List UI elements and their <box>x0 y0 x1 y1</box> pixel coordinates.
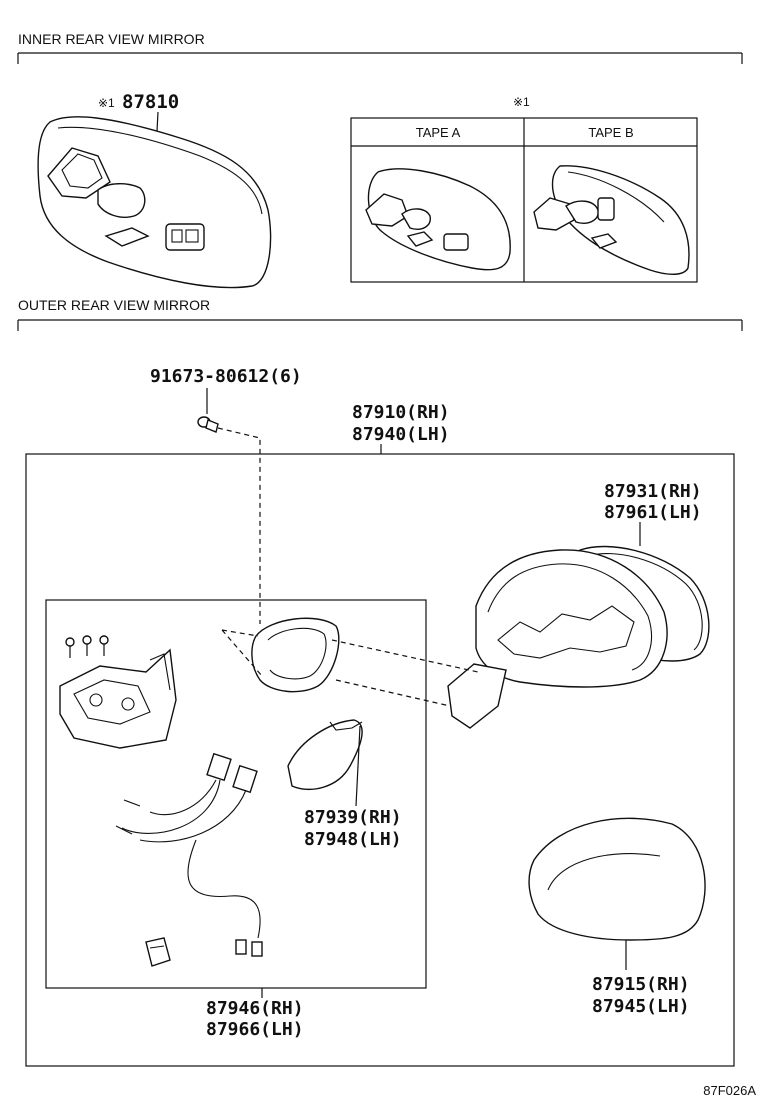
motor-lh-part-number: 87966(LH) <box>206 1019 304 1040</box>
outer-cover-illustration <box>528 817 706 941</box>
illustration-code: 87F026A <box>703 1083 756 1098</box>
tape-table <box>350 117 698 283</box>
outer-cover-rh-part-number: 87915(RH) <box>592 974 690 995</box>
glass-lh-part-number: 87961(LH) <box>604 502 702 523</box>
tape-note-mark: ※1 <box>513 95 530 109</box>
mounting-bracket-illustration <box>251 617 340 693</box>
screw-dashed-line <box>217 427 261 624</box>
inner-cover-lh-part-number: 87948(LH) <box>304 829 402 850</box>
tape-b-label: TAPE B <box>588 125 633 140</box>
tape-a-label: TAPE A <box>416 125 461 140</box>
assembly-lh-part-number: 87940(LH) <box>352 424 450 445</box>
inner-section-bracket <box>17 52 743 64</box>
tape-b-illustration <box>533 165 690 275</box>
wire-harness-illustration <box>115 752 263 957</box>
subassembly-frame <box>45 599 427 989</box>
inner-mirror-illustration <box>37 116 272 289</box>
motor-rh-part-number: 87946(RH) <box>206 998 304 1019</box>
motor-actuator-illustration <box>59 648 177 749</box>
small-screws-illustration <box>65 635 109 658</box>
inner-cover-rh-part-number: 87939(RH) <box>304 807 402 828</box>
assembly-rh-part-number: 87910(RH) <box>352 402 450 423</box>
outer-cover-lh-part-number: 87945(LH) <box>592 996 690 1017</box>
outer-section-bracket <box>17 319 743 331</box>
mirror-housing-illustration <box>447 549 668 729</box>
inner-cover-leader <box>355 725 361 807</box>
inner-cover-illustration <box>287 719 363 790</box>
glass-rh-part-number: 87931(RH) <box>604 481 702 502</box>
screw-illustration <box>197 416 219 433</box>
inner-mirror-part-number: 87810 <box>122 91 179 113</box>
inner-note-mark: ※1 <box>98 96 115 110</box>
tape-a-illustration <box>365 168 511 271</box>
connector-clip-illustration <box>145 937 171 967</box>
assembly-frame <box>25 453 735 1067</box>
inner-section-title: INNER REAR VIEW MIRROR <box>18 31 205 47</box>
outer-section-title: OUTER REAR VIEW MIRROR <box>18 297 211 313</box>
screw-part-number: 91673-80612(6) <box>150 366 302 387</box>
assembly-dashed-lines <box>221 629 479 707</box>
